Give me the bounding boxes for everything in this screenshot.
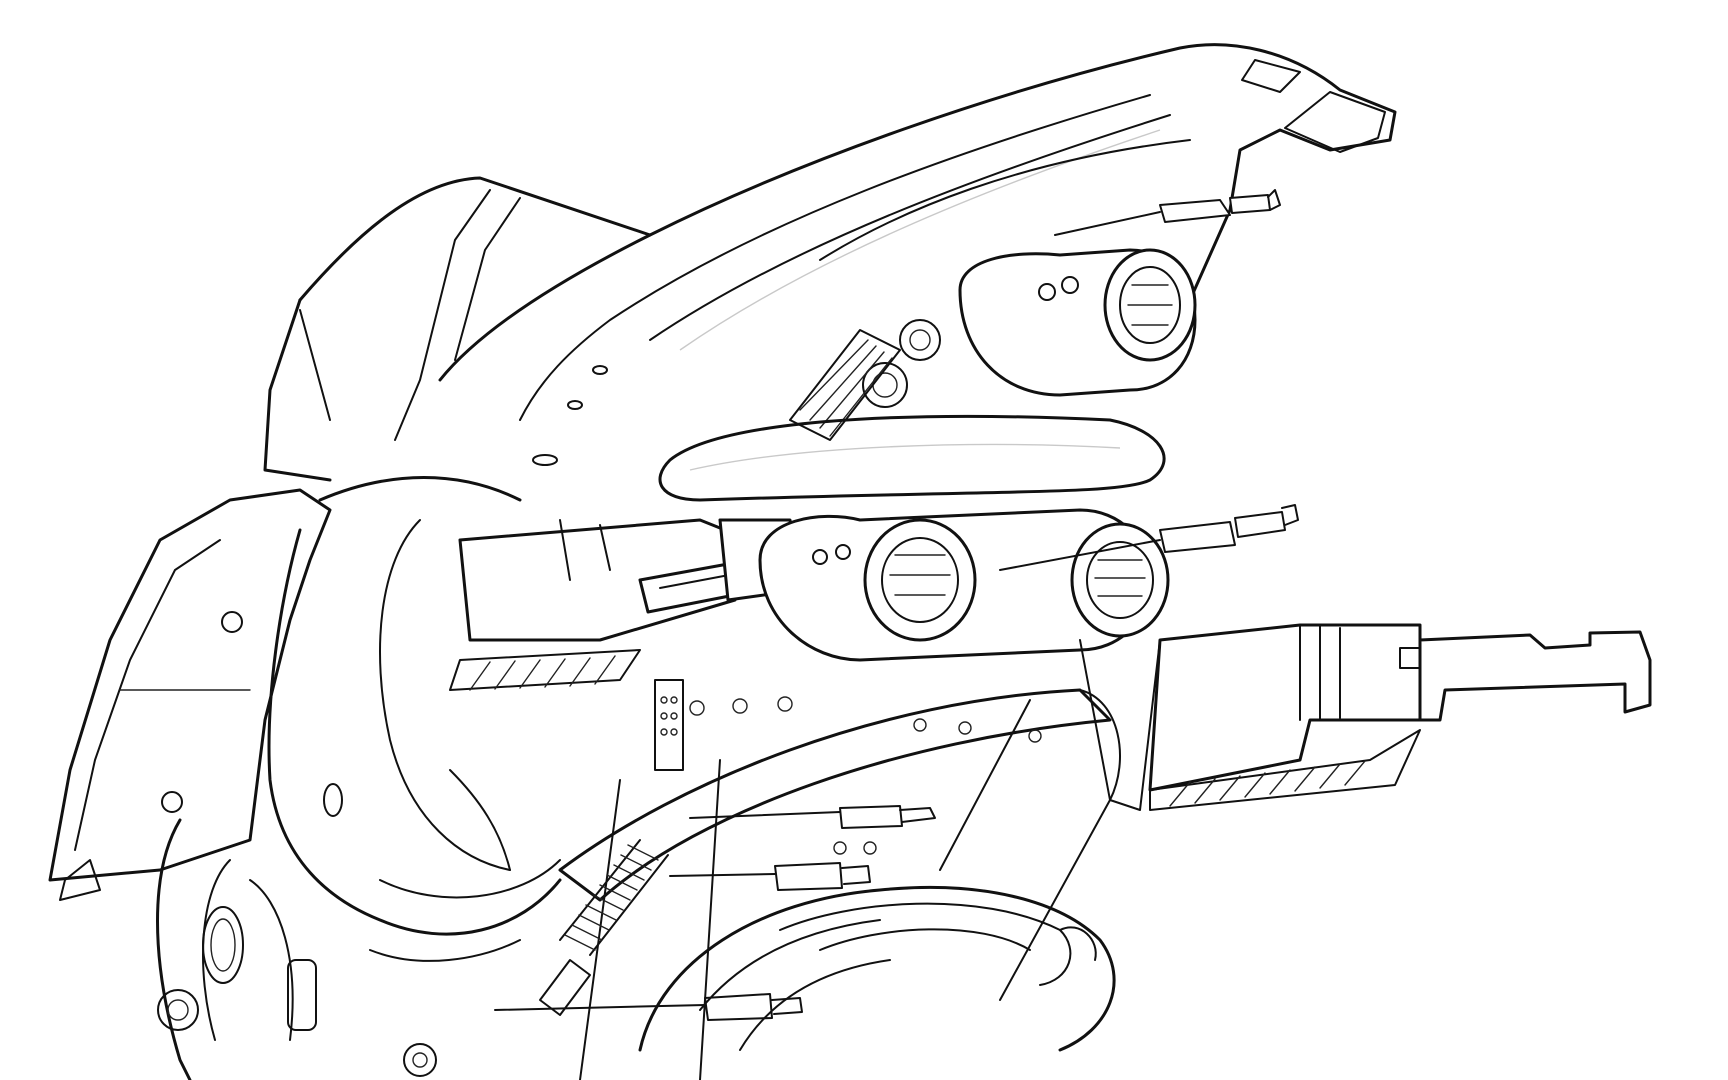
hood-frame (263, 43, 1397, 482)
right-barrel (1079, 623, 1652, 811)
probe-rods (494, 189, 1299, 1021)
shock-spring (539, 839, 669, 1016)
left-fender (48, 488, 332, 901)
gun-assembly (449, 518, 802, 771)
canister-row (758, 508, 1170, 662)
roll-bars (558, 414, 1166, 1080)
upper-canister (789, 248, 1197, 441)
bolts (532, 365, 1042, 855)
central-hub (267, 476, 562, 962)
left-wheel (156, 818, 437, 1080)
lower-drum (638, 885, 1116, 1052)
